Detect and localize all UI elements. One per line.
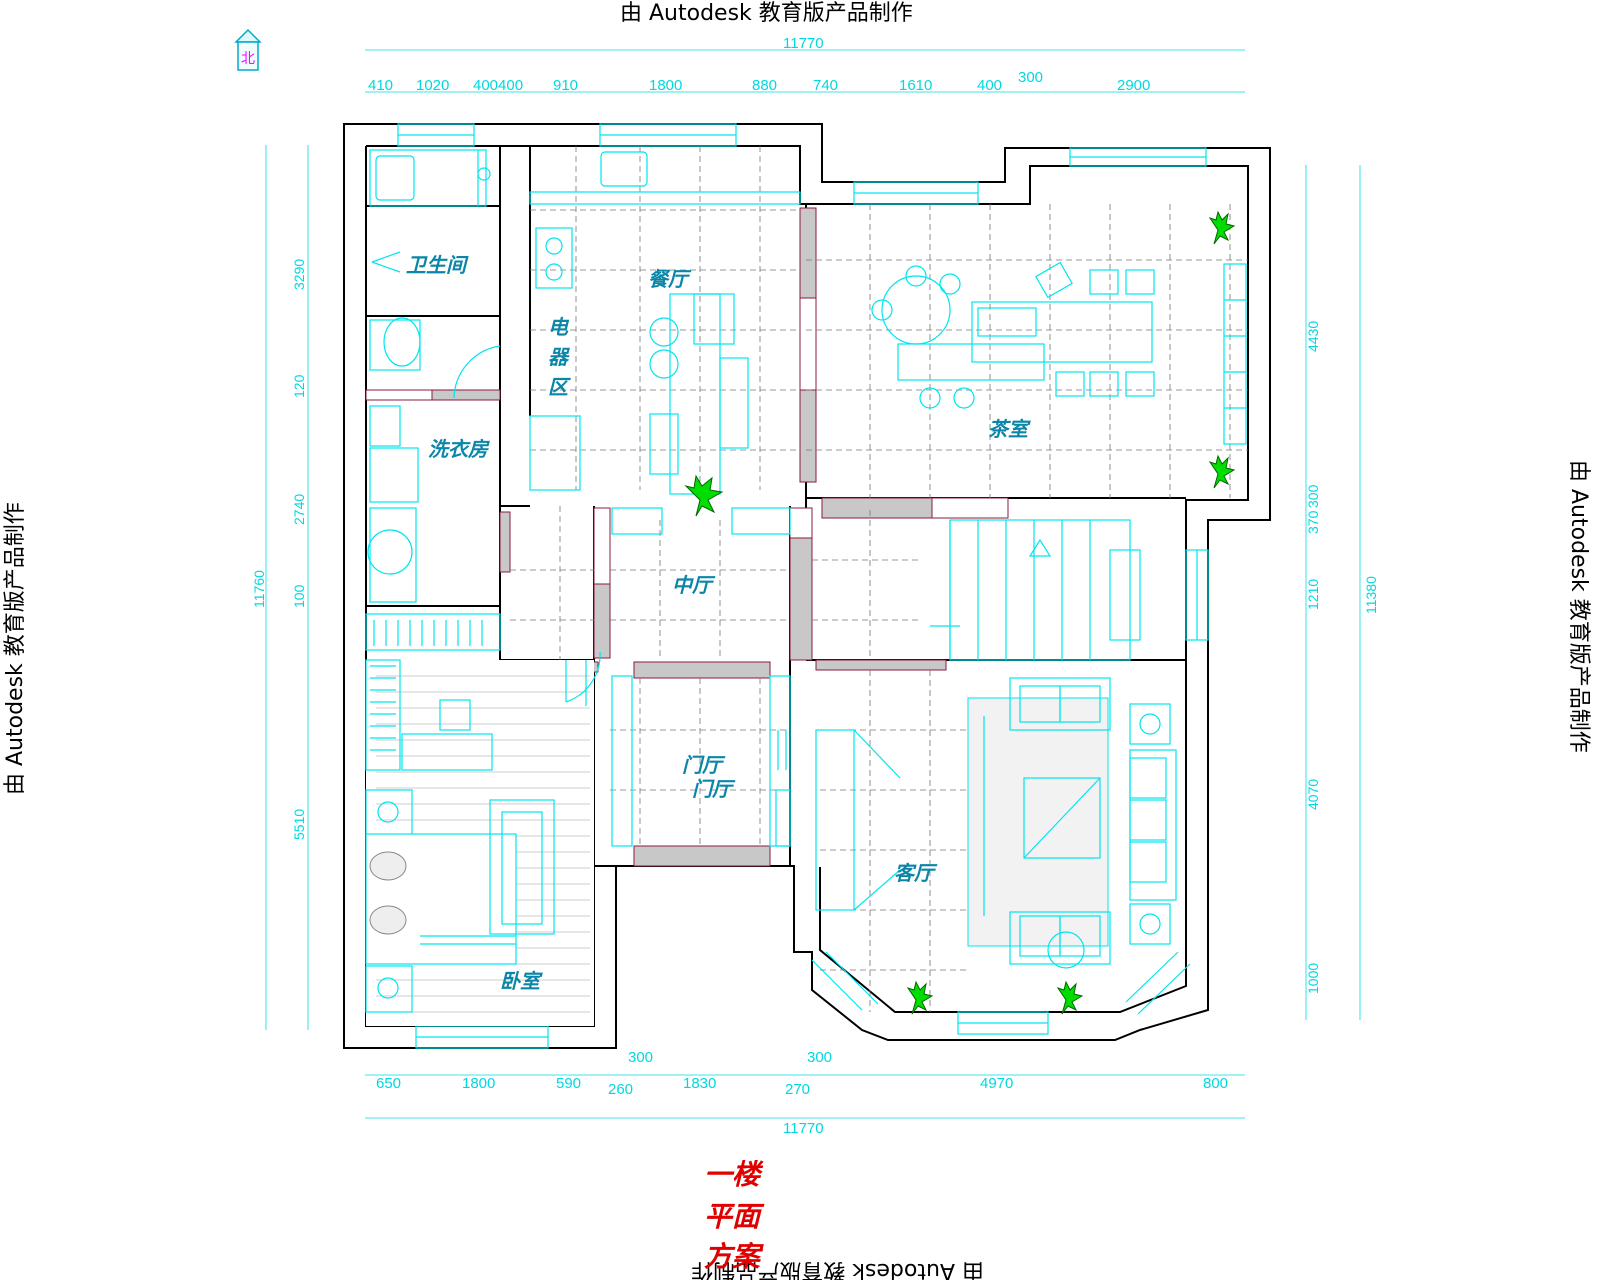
bottom-dimensions: 650 1800 590 260 300 1830 270 300 4970 8… <box>365 1049 1245 1137</box>
dim-top-2: 400400 <box>473 77 523 94</box>
dim-left-total: 11760 <box>251 570 267 608</box>
drawing-title: 一楼 平面 方案 <box>704 1158 765 1273</box>
staircase <box>930 519 1141 661</box>
room-label-appliance-3: 区 <box>548 375 571 399</box>
dim-top-7: 1610 <box>899 77 932 94</box>
dim-top-8: 400 <box>977 77 1002 94</box>
watermark-top: 由 Autodesk 教育版产品制作 <box>620 1 913 26</box>
dim-bottom-1: 1800 <box>462 1075 495 1092</box>
dim-top-1: 1020 <box>416 77 449 94</box>
bedroom-furniture <box>365 651 601 1026</box>
plants <box>684 210 1236 1015</box>
dim-top-5: 880 <box>752 77 777 94</box>
watermark-left: 由 Autodesk 教育版产品制作 <box>3 502 28 795</box>
kitchen-fixtures <box>529 151 801 535</box>
room-label-middle-hall: 中厅 <box>672 573 716 597</box>
room-label-living: 客厅 <box>894 861 938 885</box>
dim-bottom-7: 300 <box>807 1049 832 1066</box>
dim-bottom-total: 11770 <box>783 1120 824 1137</box>
room-label-entry-1: 门厅 <box>682 753 726 777</box>
right-dimensions: 4430 300 370 1210 4070 1000 11380 <box>1305 165 1379 1020</box>
room-label-bedroom: 卧室 <box>500 969 543 993</box>
title-line-3: 方案 <box>704 1240 764 1273</box>
dim-top-9: 300 <box>1018 69 1043 86</box>
dim-right-total: 11380 <box>1363 576 1379 614</box>
dim-left-0: 3290 <box>291 259 307 290</box>
room-label-laundry: 洗衣房 <box>428 437 490 461</box>
plant-icon <box>1208 454 1236 489</box>
dim-right-5: 1000 <box>1305 963 1321 994</box>
bathroom-fixtures <box>369 149 501 399</box>
windows <box>397 123 1209 1049</box>
dim-right-1: 300 <box>1305 484 1321 508</box>
entry-cabinets <box>611 675 791 847</box>
watermark-right: 由 Autodesk 教育版产品制作 <box>1566 460 1591 753</box>
dim-top-4: 1800 <box>649 77 682 94</box>
watermark-bottom: 由 Autodesk 教育版产品制作 <box>691 1258 984 1280</box>
dim-bottom-5: 1830 <box>683 1075 716 1092</box>
title-line-1: 一楼 <box>704 1158 764 1191</box>
dim-bottom-9: 800 <box>1203 1075 1228 1092</box>
room-label-appliance-2: 器 <box>548 345 570 369</box>
plant-icon <box>1056 980 1084 1015</box>
dim-bottom-8: 4970 <box>980 1075 1013 1092</box>
room-labels: 卫生间 电 器 区 餐厅 茶室 洗衣房 中厅 门厅 门厅 客厅 卧室 <box>406 253 1031 993</box>
dim-bottom-3: 260 <box>608 1081 633 1098</box>
plant-icon <box>1208 210 1236 245</box>
laundry-fixtures <box>365 405 501 651</box>
tile-grid <box>510 146 1248 1012</box>
dim-left-1: 120 <box>291 374 307 398</box>
svg-text:北: 北 <box>241 51 255 67</box>
north-house-icon: 北 <box>234 28 262 71</box>
dim-top-3: 910 <box>553 77 578 94</box>
dim-top-10: 2900 <box>1117 77 1150 94</box>
dim-bottom-2: 590 <box>556 1075 581 1092</box>
plant-icon <box>906 980 934 1015</box>
title-line-2: 平面 <box>704 1200 765 1233</box>
room-label-bathroom: 卫生间 <box>406 253 469 277</box>
dim-left-4: 5510 <box>291 809 307 840</box>
tea-room-furniture <box>871 261 1247 445</box>
room-label-tea: 茶室 <box>988 417 1031 441</box>
room-label-appliance-1: 电 <box>548 315 570 339</box>
top-dimensions: 11770 410 1020 400400 910 1800 880 740 1… <box>365 35 1245 94</box>
wall-fills <box>365 207 1009 867</box>
dim-bottom-6: 270 <box>785 1081 810 1098</box>
room-label-entry-2: 门厅 <box>692 777 736 801</box>
room-label-dining: 餐厅 <box>648 267 692 291</box>
living-furniture <box>815 677 1177 969</box>
dim-left-3: 100 <box>291 584 307 608</box>
dim-left-2: 2740 <box>291 494 307 525</box>
dim-top-6: 740 <box>813 77 838 94</box>
plant-icon <box>684 474 724 517</box>
dim-top-total: 11770 <box>783 35 824 52</box>
dim-right-4: 4070 <box>1305 779 1321 810</box>
dim-right-0: 4430 <box>1305 321 1321 352</box>
left-dimensions: 11760 3290 120 2740 100 5510 <box>251 145 309 1030</box>
dim-right-2: 370 <box>1305 510 1321 534</box>
dim-right-3: 1210 <box>1305 579 1321 610</box>
dim-bottom-4: 300 <box>628 1049 653 1066</box>
dim-top-0: 410 <box>368 77 393 94</box>
dim-bottom-0: 650 <box>376 1075 401 1092</box>
